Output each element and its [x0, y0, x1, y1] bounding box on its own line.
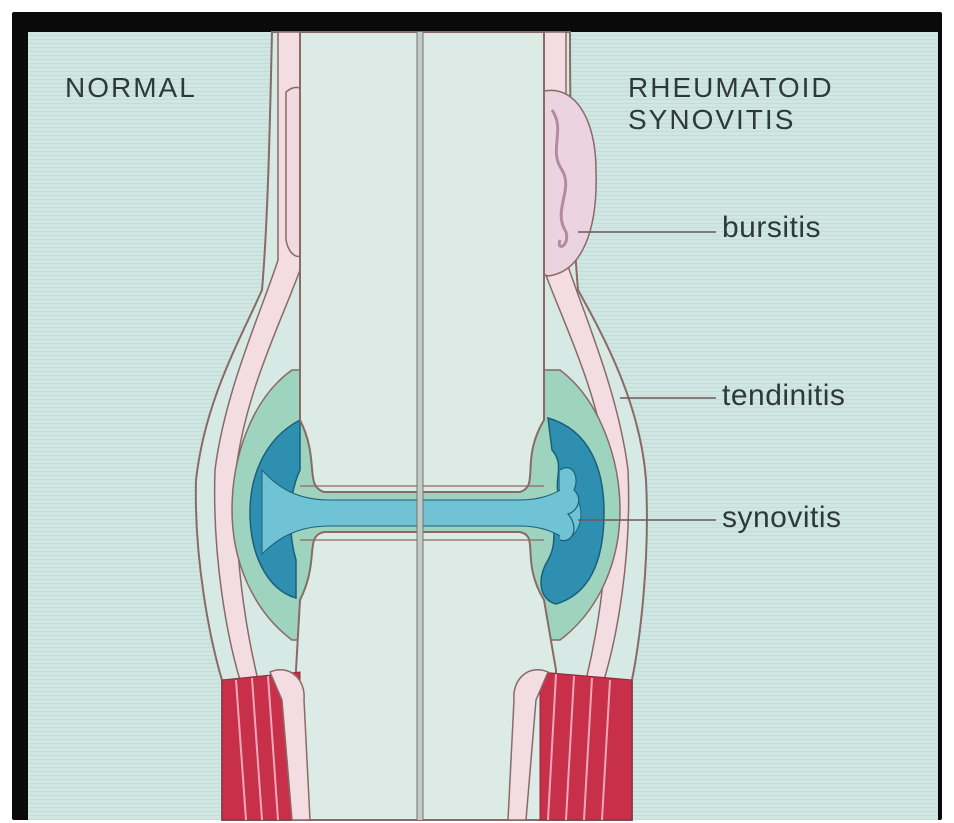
title-rheumatoid-line1: RHEUMATOID [628, 72, 834, 104]
muscle-left [222, 670, 310, 820]
title-normal: NORMAL [65, 72, 197, 104]
label-synovitis: synovitis [722, 502, 842, 534]
label-tendinitis: tendinitis [722, 380, 845, 412]
title-rheumatoid: RHEUMATOID SYNOVITIS [628, 72, 834, 136]
title-rheumatoid-line2: SYNOVITIS [628, 104, 834, 136]
label-bursitis: bursitis [722, 212, 821, 244]
muscle-right [508, 670, 632, 820]
